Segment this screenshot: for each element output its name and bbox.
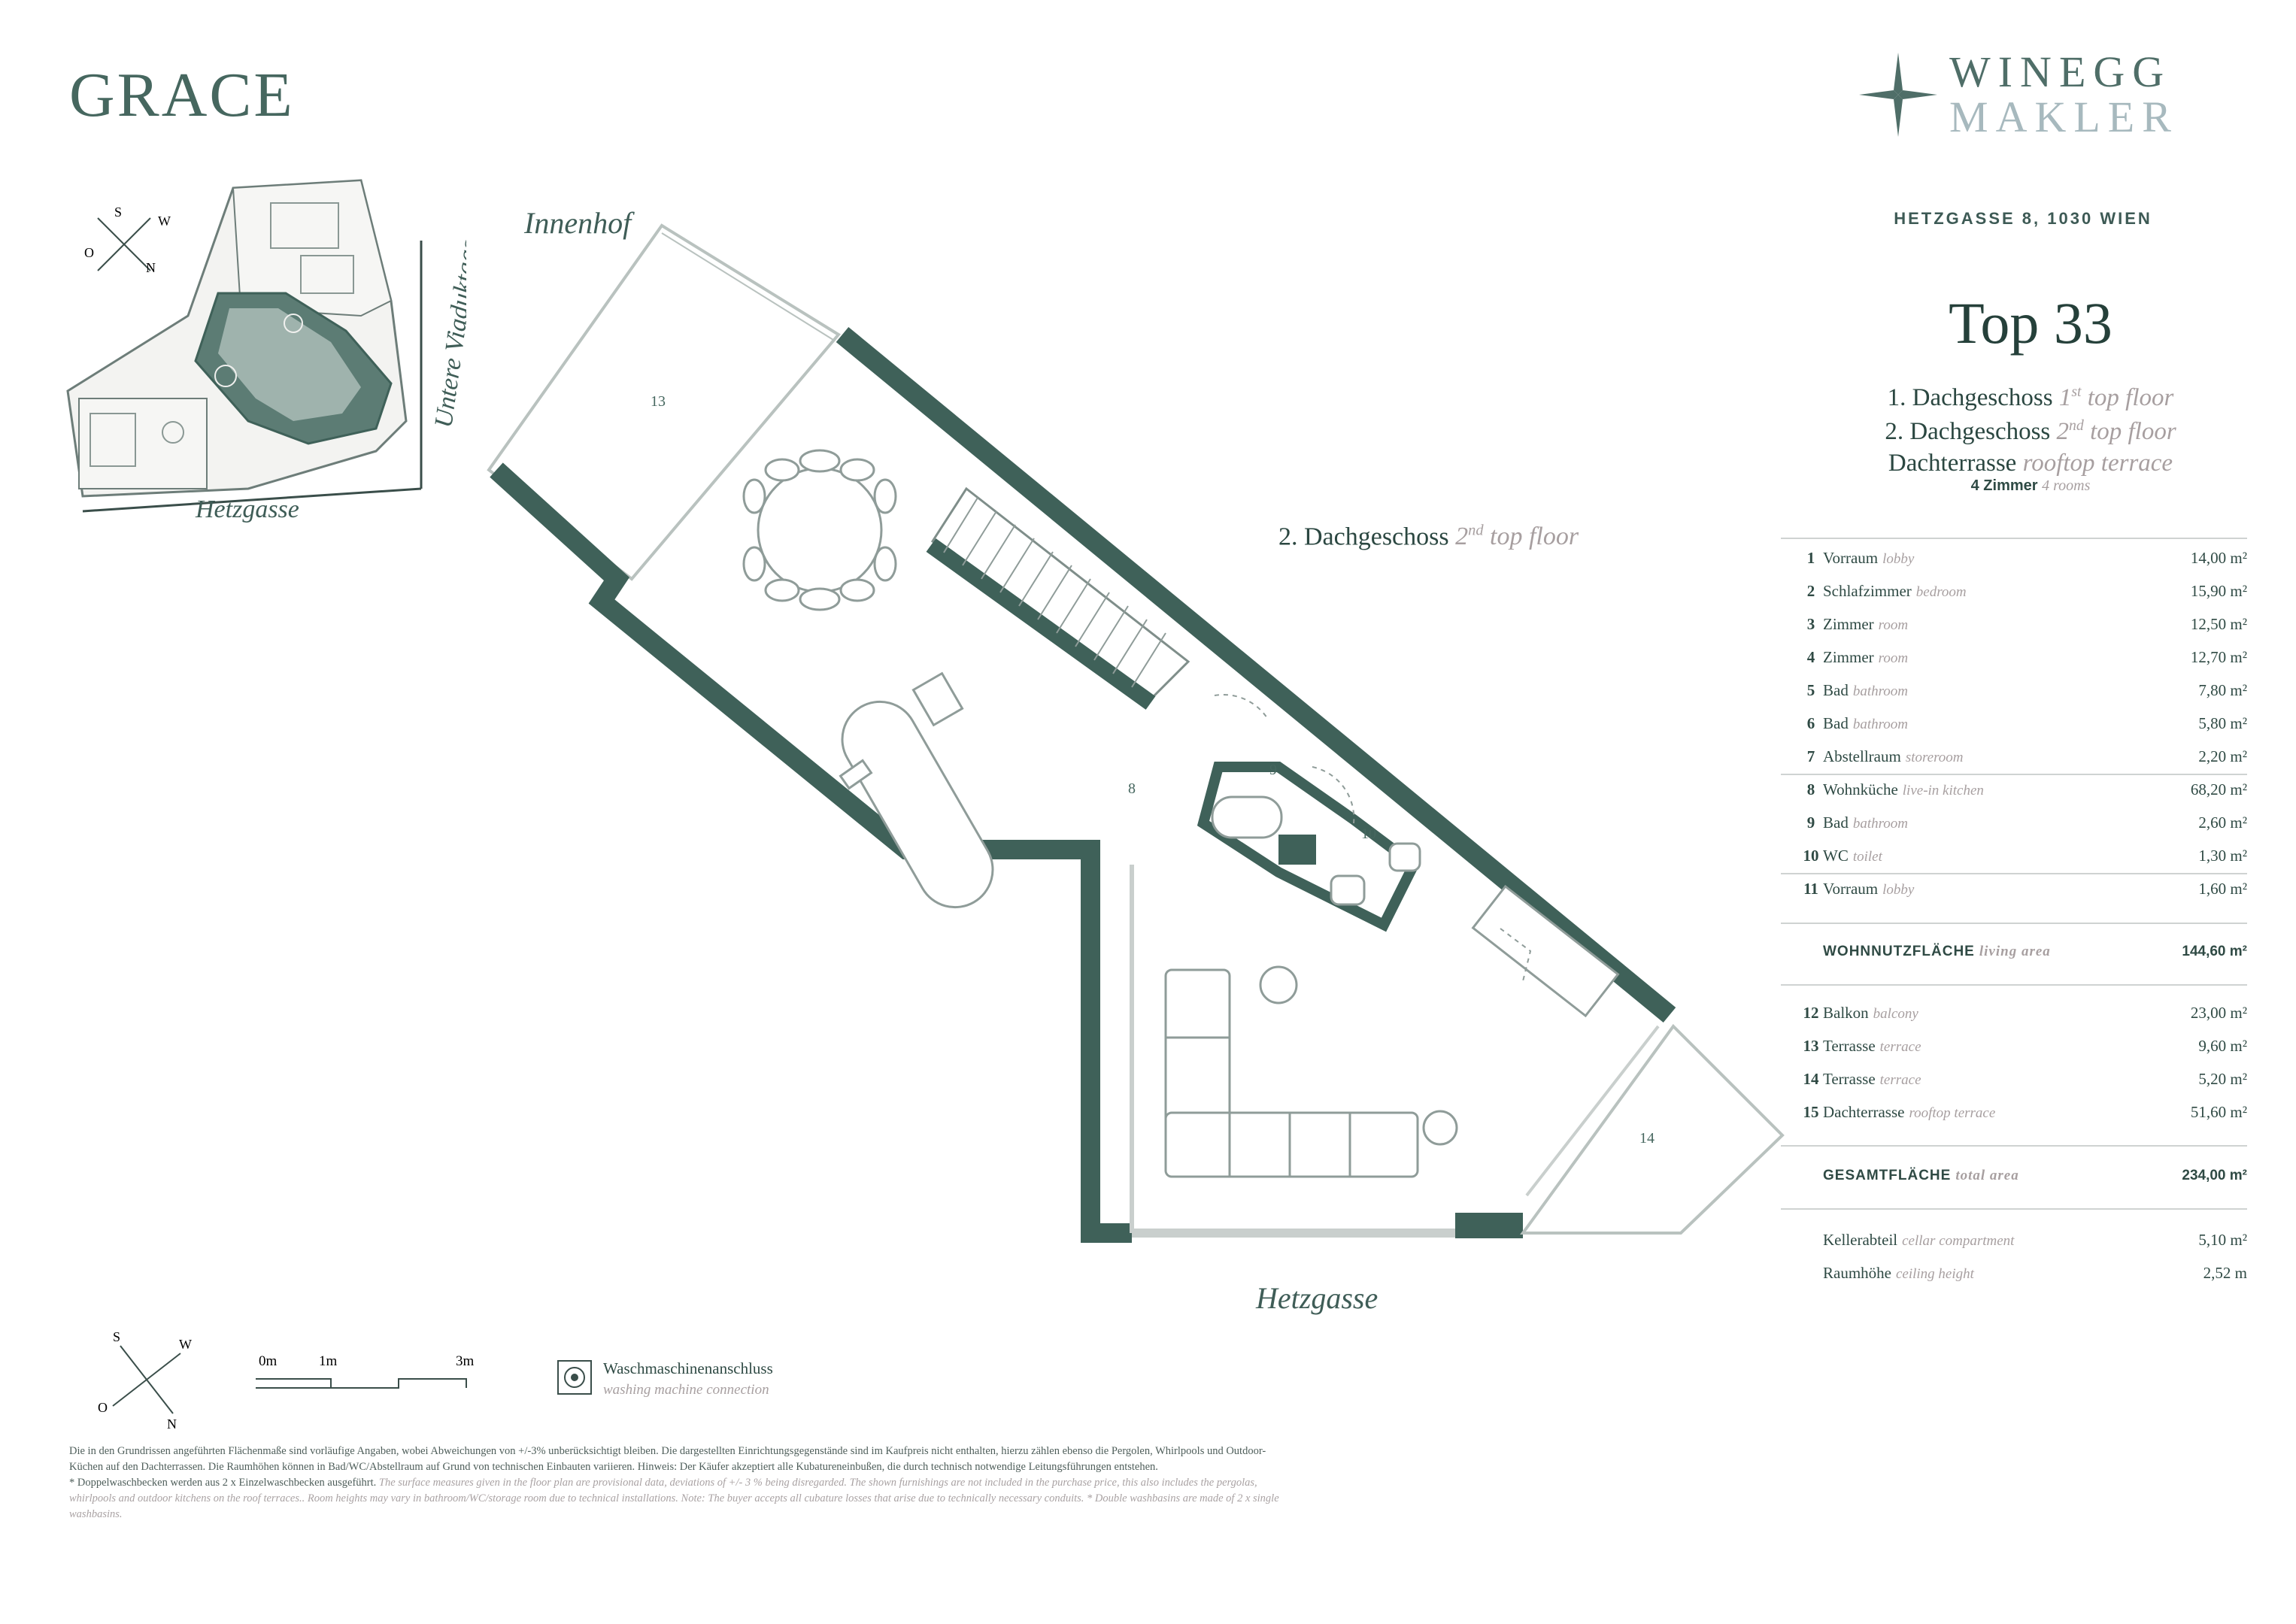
scale-bar: 0m 1m 3m (256, 1353, 475, 1389)
washing-machine-icon (557, 1360, 592, 1395)
site-street-bottom: Hetzgasse (195, 495, 299, 523)
room-number-8: 8 (1128, 780, 1136, 797)
scale-label-3m: 3m (456, 1353, 475, 1369)
legend-label: Waschmaschinenanschluss (603, 1359, 773, 1377)
floor-line-3: Dachterrasse rooftop terrace (1888, 450, 2173, 477)
room-number-14: 14 (1639, 1130, 1655, 1147)
disclaimer: Die in den Grundrissen angeführten Fläch… (69, 1445, 1279, 1520)
site-compass-s: S (114, 205, 122, 220)
logo-text-winegg: WINEGG (1949, 47, 2172, 96)
site-compass-o: O (84, 245, 94, 260)
street-label-hetzgasse: Hetzgasse (1255, 1281, 1378, 1315)
floor-line-2: 2. Dachgeschoss 2nd top floor (1885, 417, 2176, 445)
compass-icon: S W O N (98, 1329, 192, 1432)
legend-sublabel: washing machine connection (603, 1382, 769, 1398)
site-compass-w: W (158, 214, 171, 229)
site-compass-n: N (146, 260, 156, 275)
brand-title: GRACE (69, 60, 295, 130)
street-label-innenhof: Innenhof (523, 206, 635, 240)
plan-floor-label: 2. Dachgeschoss 2nd top floor (1278, 523, 1579, 551)
winegg-star-logo-icon (1859, 53, 1937, 137)
address: HETZGASSE 8, 1030 WIEN (1894, 209, 2152, 228)
room-number-10: 10 (1361, 826, 1376, 842)
room-number-9: 9 (1269, 762, 1277, 778)
compass-n: N (167, 1416, 177, 1432)
floor-line-1: 1. Dachgeschoss 1st top floor (1887, 383, 2174, 411)
rooms-count: 4 Zimmer 4 rooms (1970, 477, 2091, 494)
site-plan: S W O N Hetzgasse Untere Viaduktgasse (66, 179, 466, 523)
compass-s: S (113, 1329, 120, 1344)
compass-o: O (98, 1400, 108, 1415)
scale-label-0m: 0m (259, 1353, 278, 1369)
compass-w: W (179, 1337, 192, 1352)
scale-label-1m: 1m (319, 1353, 338, 1369)
unit-title: Top 33 (1949, 290, 2113, 356)
floor-plan: 13 8 9 10 14 Innenhof Hetzgasse (487, 206, 1785, 1315)
room-number-13: 13 (651, 393, 666, 410)
logo-text-makler: MAKLER (1949, 92, 2179, 141)
